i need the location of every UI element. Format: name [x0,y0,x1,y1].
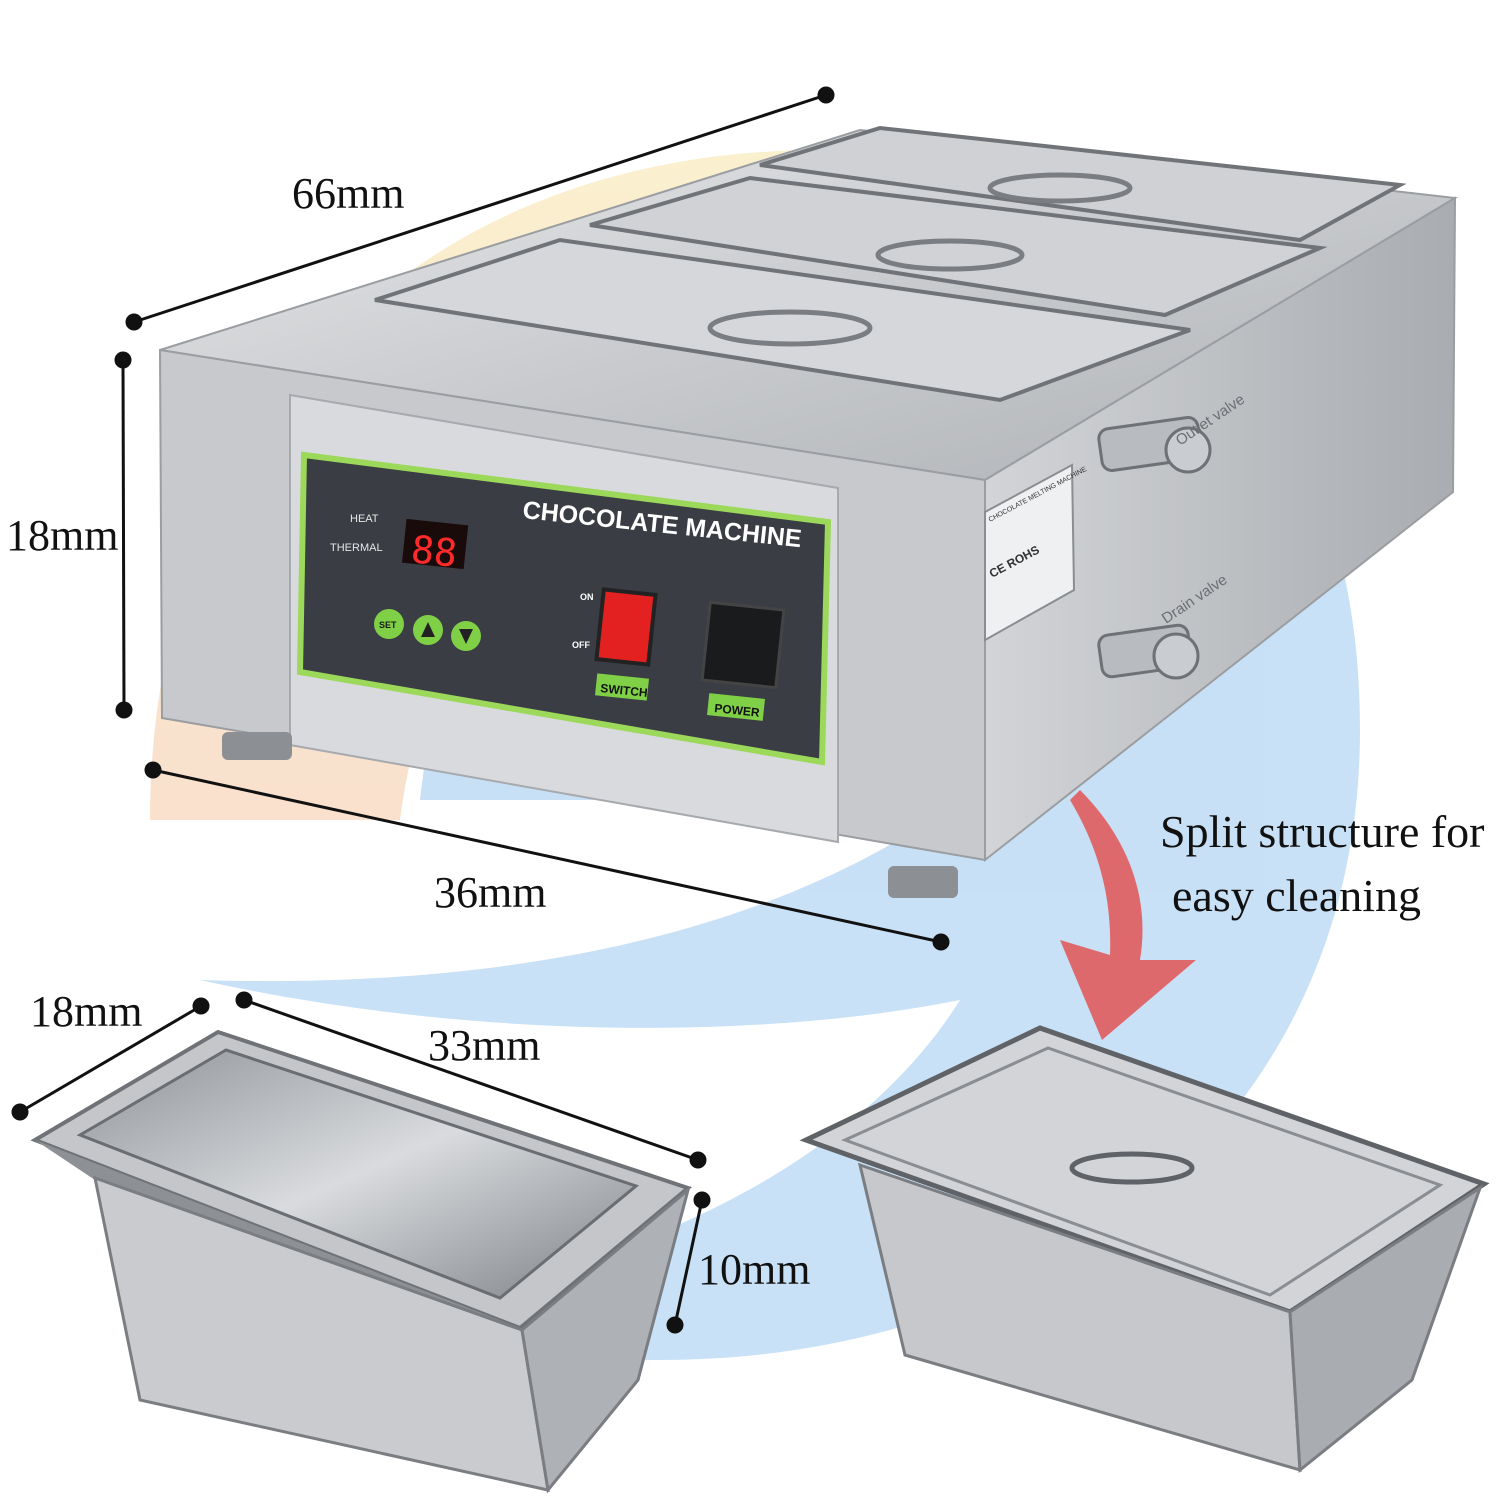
foot [888,866,958,898]
temperature-display [401,518,469,570]
lid-handle [1069,1151,1195,1185]
length-dimension: 66mm [292,169,405,218]
display-digits: 88 [409,527,459,576]
power-label: POWER [714,701,761,720]
arrow-icon [1060,790,1196,1040]
callout-text: Split structure for easy cleaning [1160,800,1485,928]
power-switch [594,587,658,667]
lidded-pan [799,1025,1490,1473]
pan-lids [374,125,1407,403]
pan-depth-dimension: 10mm [698,1245,811,1294]
drain-valve [1097,623,1200,680]
nameplate [984,463,1076,642]
set-label: SET [379,620,397,630]
height-dimension: 18mm [6,511,119,560]
thermal-label: THERMAL [330,542,383,554]
open-pan [30,1029,693,1494]
callout-line-2: easy cleaning [1172,870,1422,921]
width-dimension: 36mm [434,868,547,917]
on-label: ON [580,592,594,602]
down-arrow-icon [459,629,473,644]
pan-width-dimension: 18mm [30,987,143,1036]
up-arrow-icon [421,622,435,637]
outlet-valve [1097,416,1212,474]
heat-label: HEAT [350,513,379,525]
dimension-lines [11,86,950,1334]
off-label: OFF [572,640,590,650]
pan-length-dimension: 33mm [428,1021,541,1070]
power-socket [700,600,786,690]
set-button [374,609,404,639]
callout-line-1: Split structure for [1160,806,1485,857]
switch-label: SWITCH [600,681,649,700]
chocolate-machine [158,125,1459,898]
foot [222,732,292,760]
